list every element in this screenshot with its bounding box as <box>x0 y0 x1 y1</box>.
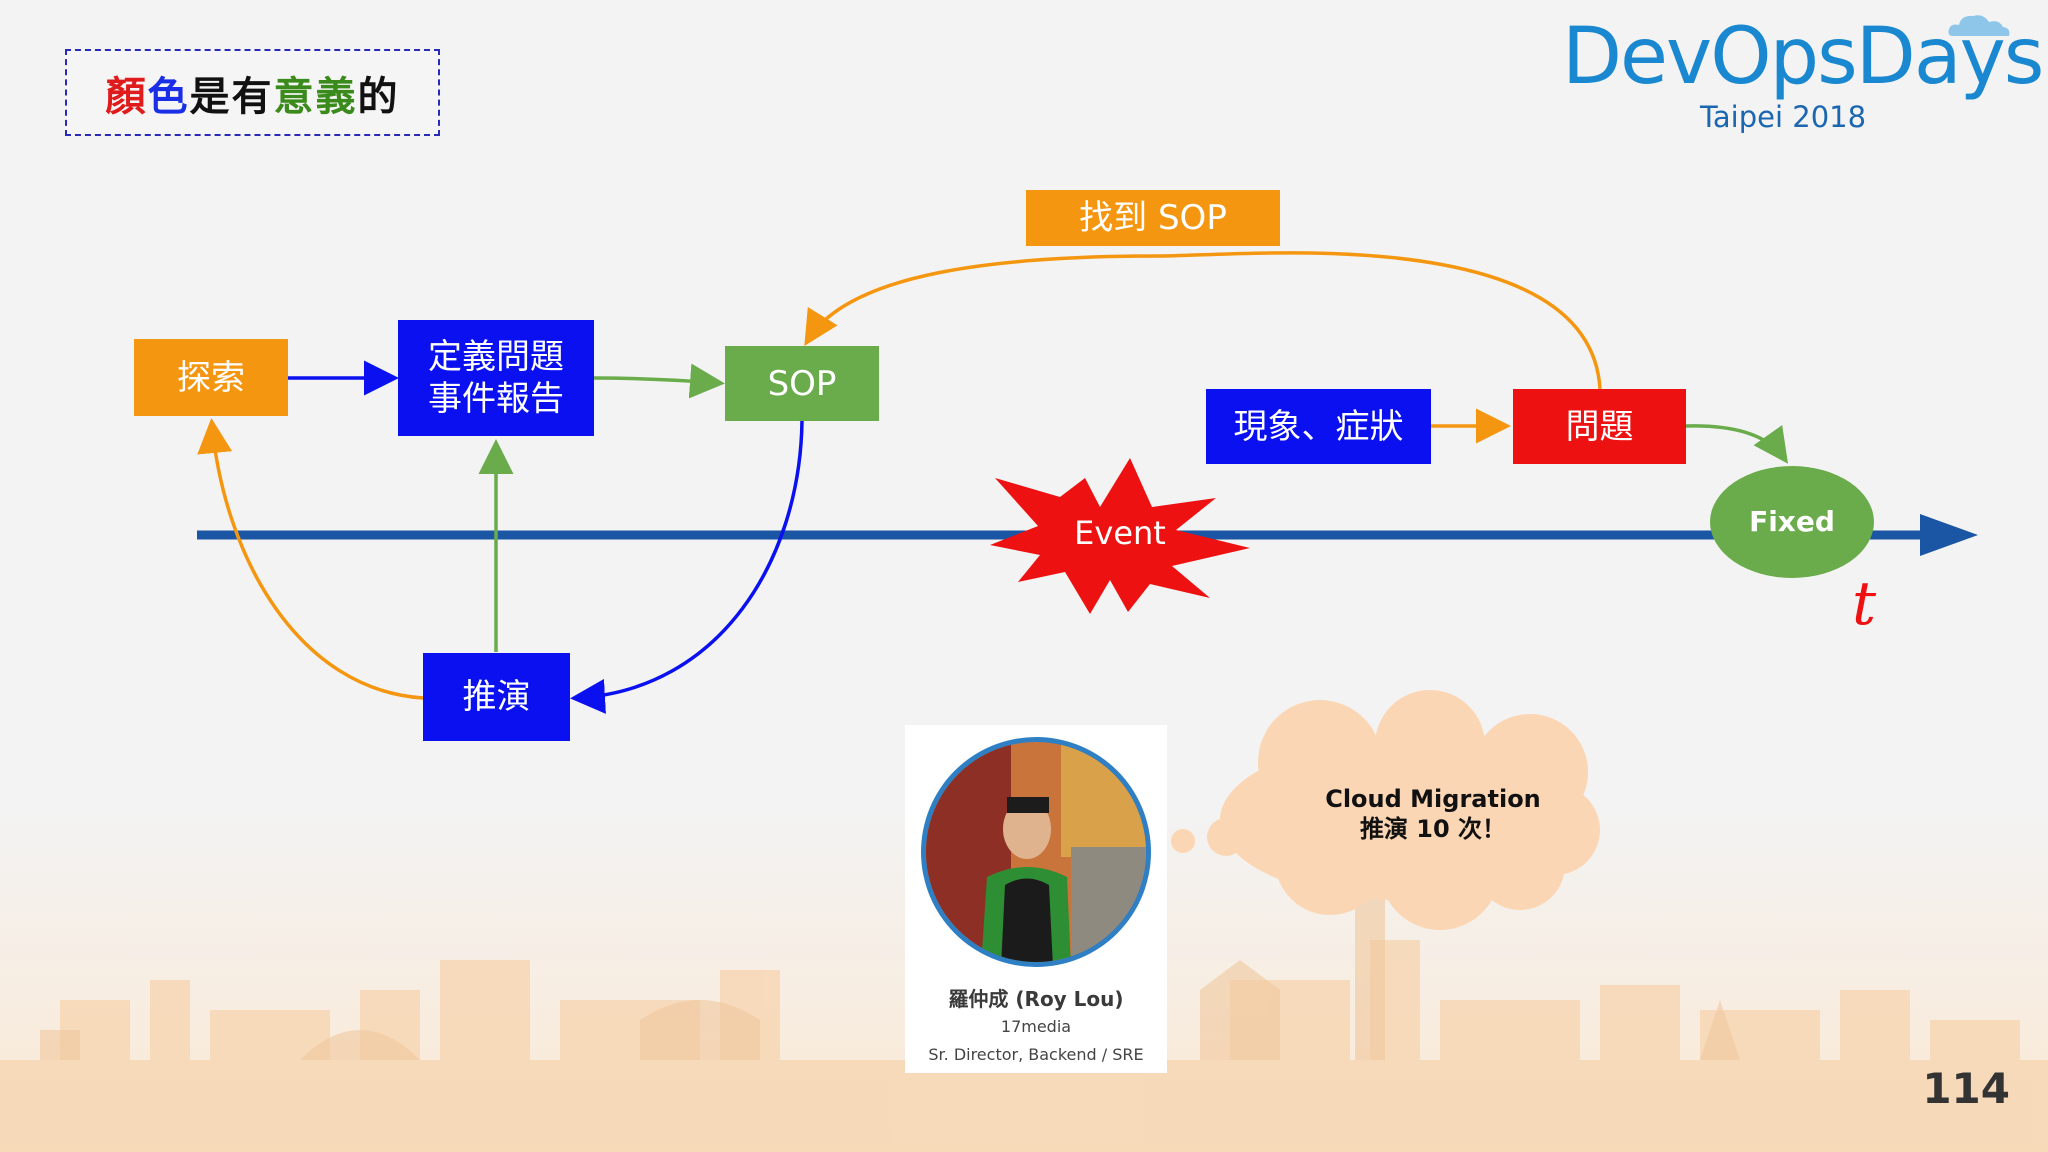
node-fixed-label: Fixed <box>1749 505 1835 538</box>
node-event: Event <box>1040 508 1200 558</box>
node-define-line2: 事件報告 <box>428 379 564 419</box>
node-explore: 探索 <box>134 339 288 416</box>
node-rehearsal-label: 推演 <box>462 677 531 717</box>
node-sop-label: SOP <box>767 363 837 404</box>
node-symptom: 現象、症狀 <box>1206 389 1431 464</box>
node-problem: 問題 <box>1513 389 1686 464</box>
speaker-org: 17media <box>1000 1017 1072 1036</box>
thought-line2: 推演 10 次！ <box>1359 815 1507 843</box>
speaker-role: Sr. Director, Backend / SRE <box>928 1045 1144 1064</box>
node-find-sop-label: 找到 SOP <box>1079 198 1227 238</box>
logo-subtitle: Taipei 2018 <box>1700 100 1867 134</box>
speaker-avatar <box>921 737 1151 967</box>
node-define-line1: 定義問題 <box>428 337 564 377</box>
thought-line1: Cloud Migration <box>1325 785 1541 813</box>
node-event-label: Event <box>1074 514 1166 552</box>
thought-text: Cloud Migration 推演 10 次！ <box>1268 784 1598 844</box>
node-fixed: Fixed <box>1710 496 1874 548</box>
speaker-name: 羅仲成 (Roy Lou) <box>948 987 1124 1011</box>
arrow-sop-to-rehearsal <box>570 420 804 714</box>
node-find-sop: 找到 SOP <box>1026 190 1280 246</box>
cloud-logo-icon <box>1948 15 2010 36</box>
node-explore-label: 探索 <box>177 357 245 398</box>
node-problem-label: 問題 <box>1565 406 1634 447</box>
title-segment: 的 <box>357 73 400 120</box>
node-rehearsal: 推演 <box>423 653 570 741</box>
fixed-node-shape <box>1710 466 1874 578</box>
thought-cloud <box>1171 690 1600 930</box>
node-define-problem: 定義問題 事件報告 <box>398 320 594 436</box>
arrow-problem-to-fixed <box>1685 424 1789 464</box>
page-number: 114 <box>1922 1064 2010 1113</box>
title-segment: 是有 <box>189 73 274 120</box>
title-segment: 顏 <box>105 73 148 120</box>
slide-title: 顏色是有意義的 <box>65 49 440 136</box>
speaker-card: 羅仲成 (Roy Lou) 17media Sr. Director, Back… <box>905 725 1167 1073</box>
time-axis-label: t <box>1852 569 1877 639</box>
title-segment: 色 <box>147 73 190 120</box>
arrow-define-to-sop <box>593 363 725 399</box>
arrow-rehearsal-to-explore <box>197 418 424 700</box>
event-starburst <box>990 458 1250 614</box>
node-symptom-label: 現象、症狀 <box>1233 406 1404 447</box>
node-sop: SOP <box>725 346 879 421</box>
title-segment: 意義 <box>273 73 358 120</box>
arrow-problem-to-sop <box>804 251 1602 390</box>
time-axis-arrowhead <box>1920 514 1978 556</box>
